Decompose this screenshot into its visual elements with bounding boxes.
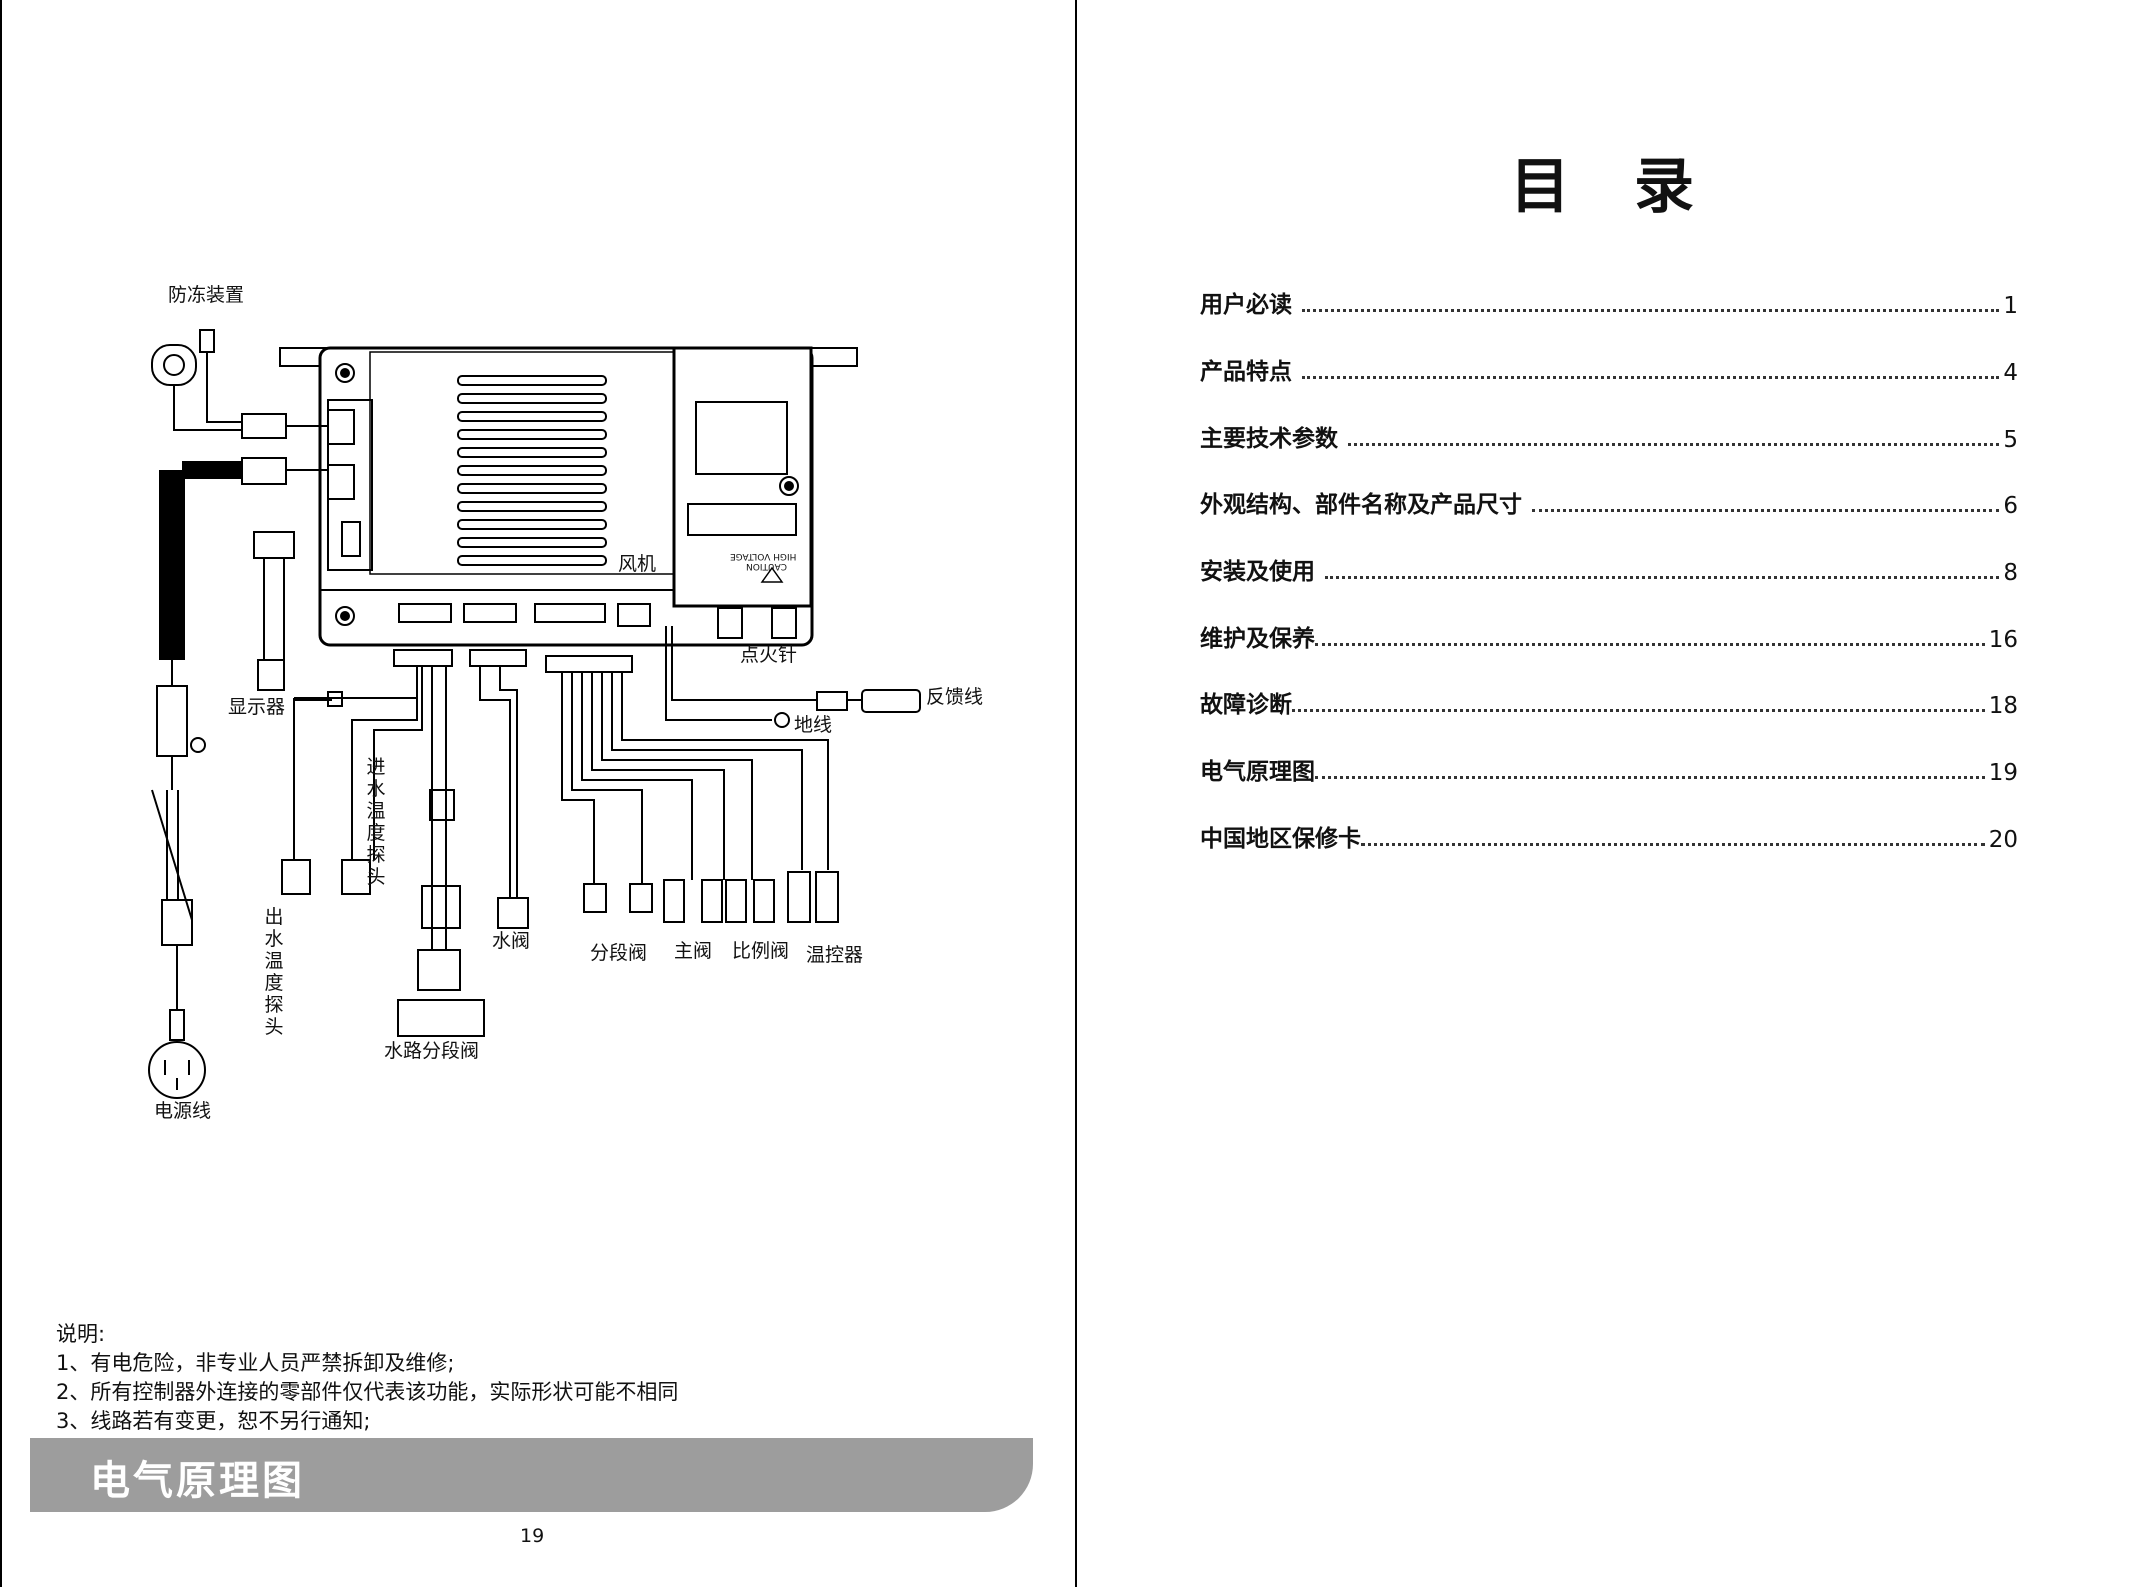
toc-entry-label: 中国地区保修卡 — [1200, 819, 1361, 853]
notes-item: 2、所有控制器外连接的零部件仅代表该功能，实际形状可能不相同 — [56, 1378, 678, 1407]
label-outlet-probe: 出水温度探头 — [264, 906, 284, 1038]
toc-entry-label: 产品特点 — [1200, 352, 1292, 386]
label-high-voltage: HIGH VOLTAGE — [730, 551, 796, 560]
toc-leader-dots — [1315, 776, 1985, 779]
label-inlet-probe: 进水温度探头 — [366, 756, 386, 888]
toc-leader-dots — [1348, 443, 1999, 446]
toc-entry-page: 1 — [2003, 293, 2018, 319]
toc-entry[interactable]: 电气原理图 19 — [1200, 752, 2018, 786]
toc-entry[interactable]: 外观结构、部件名称及产品尺寸 6 — [1200, 485, 2018, 519]
toc-entry-page: 19 — [1989, 760, 2018, 786]
toc-entry-label: 电气原理图 — [1200, 752, 1315, 786]
label-segment-valve: 分段阀 — [590, 944, 647, 963]
label-water-segment-valve: 水路分段阀 — [384, 1042, 479, 1061]
toc-entry[interactable]: 故障诊断 18 — [1200, 685, 2018, 719]
label-fan: 风机 — [618, 555, 656, 574]
label-main-valve: 主阀 — [674, 942, 712, 961]
toc-leader-dots — [1325, 576, 1999, 579]
toc-entry-label: 外观结构、部件名称及产品尺寸 — [1200, 485, 1522, 519]
label-igniter: 点火针 — [740, 646, 797, 665]
toc-entry[interactable]: 用户必读 1 — [1200, 285, 2018, 319]
label-water-valve: 水阀 — [492, 932, 530, 951]
toc-entry-page: 8 — [2003, 560, 2018, 586]
toc-leader-dots — [1361, 843, 1985, 846]
label-proportional-valve: 比例阀 — [732, 942, 789, 961]
label-thermostat: 温控器 — [806, 946, 863, 965]
section-title: 电气原理图 — [90, 1448, 305, 1506]
notes-item: 3、线路若有变更，恕不另行通知; — [56, 1407, 678, 1436]
page-number: 19 — [520, 1525, 544, 1547]
label-caution: CAUTION — [746, 561, 787, 570]
toc-entry-label: 安装及使用 — [1200, 552, 1315, 586]
toc-leader-dots — [1315, 643, 1985, 646]
right-page — [1077, 0, 2154, 1587]
toc-entry[interactable]: 安装及使用 8 — [1200, 552, 2018, 586]
toc-leader-dots — [1532, 509, 1999, 512]
toc-entry-label: 故障诊断 — [1200, 685, 1292, 719]
label-feedback: 反馈线 — [926, 688, 983, 707]
toc-leader-dots — [1302, 309, 1999, 312]
label-display: 显示器 — [228, 698, 285, 717]
section-banner: 电气原理图 — [30, 1438, 1033, 1512]
toc-entry-label: 维护及保养 — [1200, 619, 1315, 653]
toc-entry-page: 5 — [2003, 427, 2018, 453]
toc-title: 目录 — [1510, 138, 1758, 225]
label-ground: 地线 — [794, 716, 832, 735]
toc-leader-dots — [1292, 709, 1985, 712]
toc-leader-dots — [1302, 376, 1999, 379]
wiring-diagram — [2, 0, 1078, 1160]
toc-entry[interactable]: 主要技术参数 5 — [1200, 419, 2018, 453]
toc-entry-page: 6 — [2003, 493, 2018, 519]
toc-entry[interactable]: 产品特点 4 — [1200, 352, 2018, 386]
notes-block: 说明: 1、有电危险，非专业人员严禁拆卸及维修; 2、所有控制器外连接的零部件仅… — [56, 1320, 678, 1436]
toc-entry-label: 用户必读 — [1200, 285, 1292, 319]
label-power-cord: 电源线 — [154, 1102, 211, 1121]
display-unit — [254, 532, 294, 690]
toc-entry-label: 主要技术参数 — [1200, 419, 1338, 453]
label-antifreeze: 防冻装置 — [168, 286, 244, 305]
notes-heading: 说明: — [56, 1320, 678, 1349]
toc-entry-page: 4 — [2003, 360, 2018, 386]
power-harness — [149, 458, 328, 1098]
toc-entry-page: 18 — [1989, 693, 2018, 719]
antifreeze-device — [152, 330, 328, 438]
toc-entry[interactable]: 维护及保养 16 — [1200, 619, 2018, 653]
toc-entry-page: 16 — [1989, 627, 2018, 653]
left-page: 防冻装置 风机 点火针 反馈线 地线 显示器 进水温度探头 出水温度探头 水阀 … — [0, 0, 1076, 1587]
notes-item: 1、有电危险，非专业人员严禁拆卸及维修; — [56, 1349, 678, 1378]
toc-entry[interactable]: 中国地区保修卡 20 — [1200, 819, 2018, 853]
toc-entry-page: 20 — [1989, 827, 2018, 853]
controller-box — [280, 348, 857, 645]
